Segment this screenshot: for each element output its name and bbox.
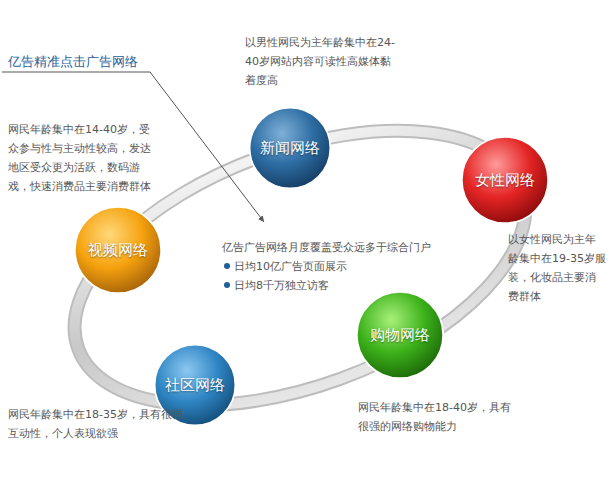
note-text: 以男性网民为主年龄集中在24-40岁网站内容可读性高媒体黏着度高 xyxy=(245,33,395,90)
note-text: 网民年龄集中在14-40岁，受众参与性与主动性较高，发达地区受众更为活跃，数码游… xyxy=(8,120,158,196)
note-text: 网民年龄集中在18-35岁，具有很强互动性，个人表现欲强 xyxy=(8,405,193,443)
note-text: 日均10亿广告页面展示 xyxy=(234,257,347,276)
sphere-node: 新闻网络 xyxy=(248,106,332,190)
note-text: 网民年龄集中在18-40岁，具有很强的网络购物能力 xyxy=(358,398,513,436)
note-text: 日均8千万独立访客 xyxy=(234,276,329,295)
title-label: 亿告精准点击广告网络 xyxy=(8,52,138,71)
sphere-label: 社区网络 xyxy=(153,376,237,395)
bullet xyxy=(224,282,230,288)
sphere-label: 女性网络 xyxy=(460,171,550,190)
sphere-label: 购物网络 xyxy=(355,326,445,345)
sphere-label: 视频网络 xyxy=(73,241,163,260)
sphere-node: 视频网络 xyxy=(73,205,163,295)
sphere-label: 新闻网络 xyxy=(248,139,332,158)
leader-line xyxy=(2,72,264,222)
note-text: 以女性网民为主年龄集中在19-35岁服装，化妆品主要消费群体 xyxy=(508,230,606,306)
note-text: 亿告广告网络月度覆盖受众远多于综合门户 xyxy=(222,238,431,257)
bullet xyxy=(224,263,230,269)
sphere-node: 女性网络 xyxy=(460,135,550,225)
sphere-node: 购物网络 xyxy=(355,290,445,380)
